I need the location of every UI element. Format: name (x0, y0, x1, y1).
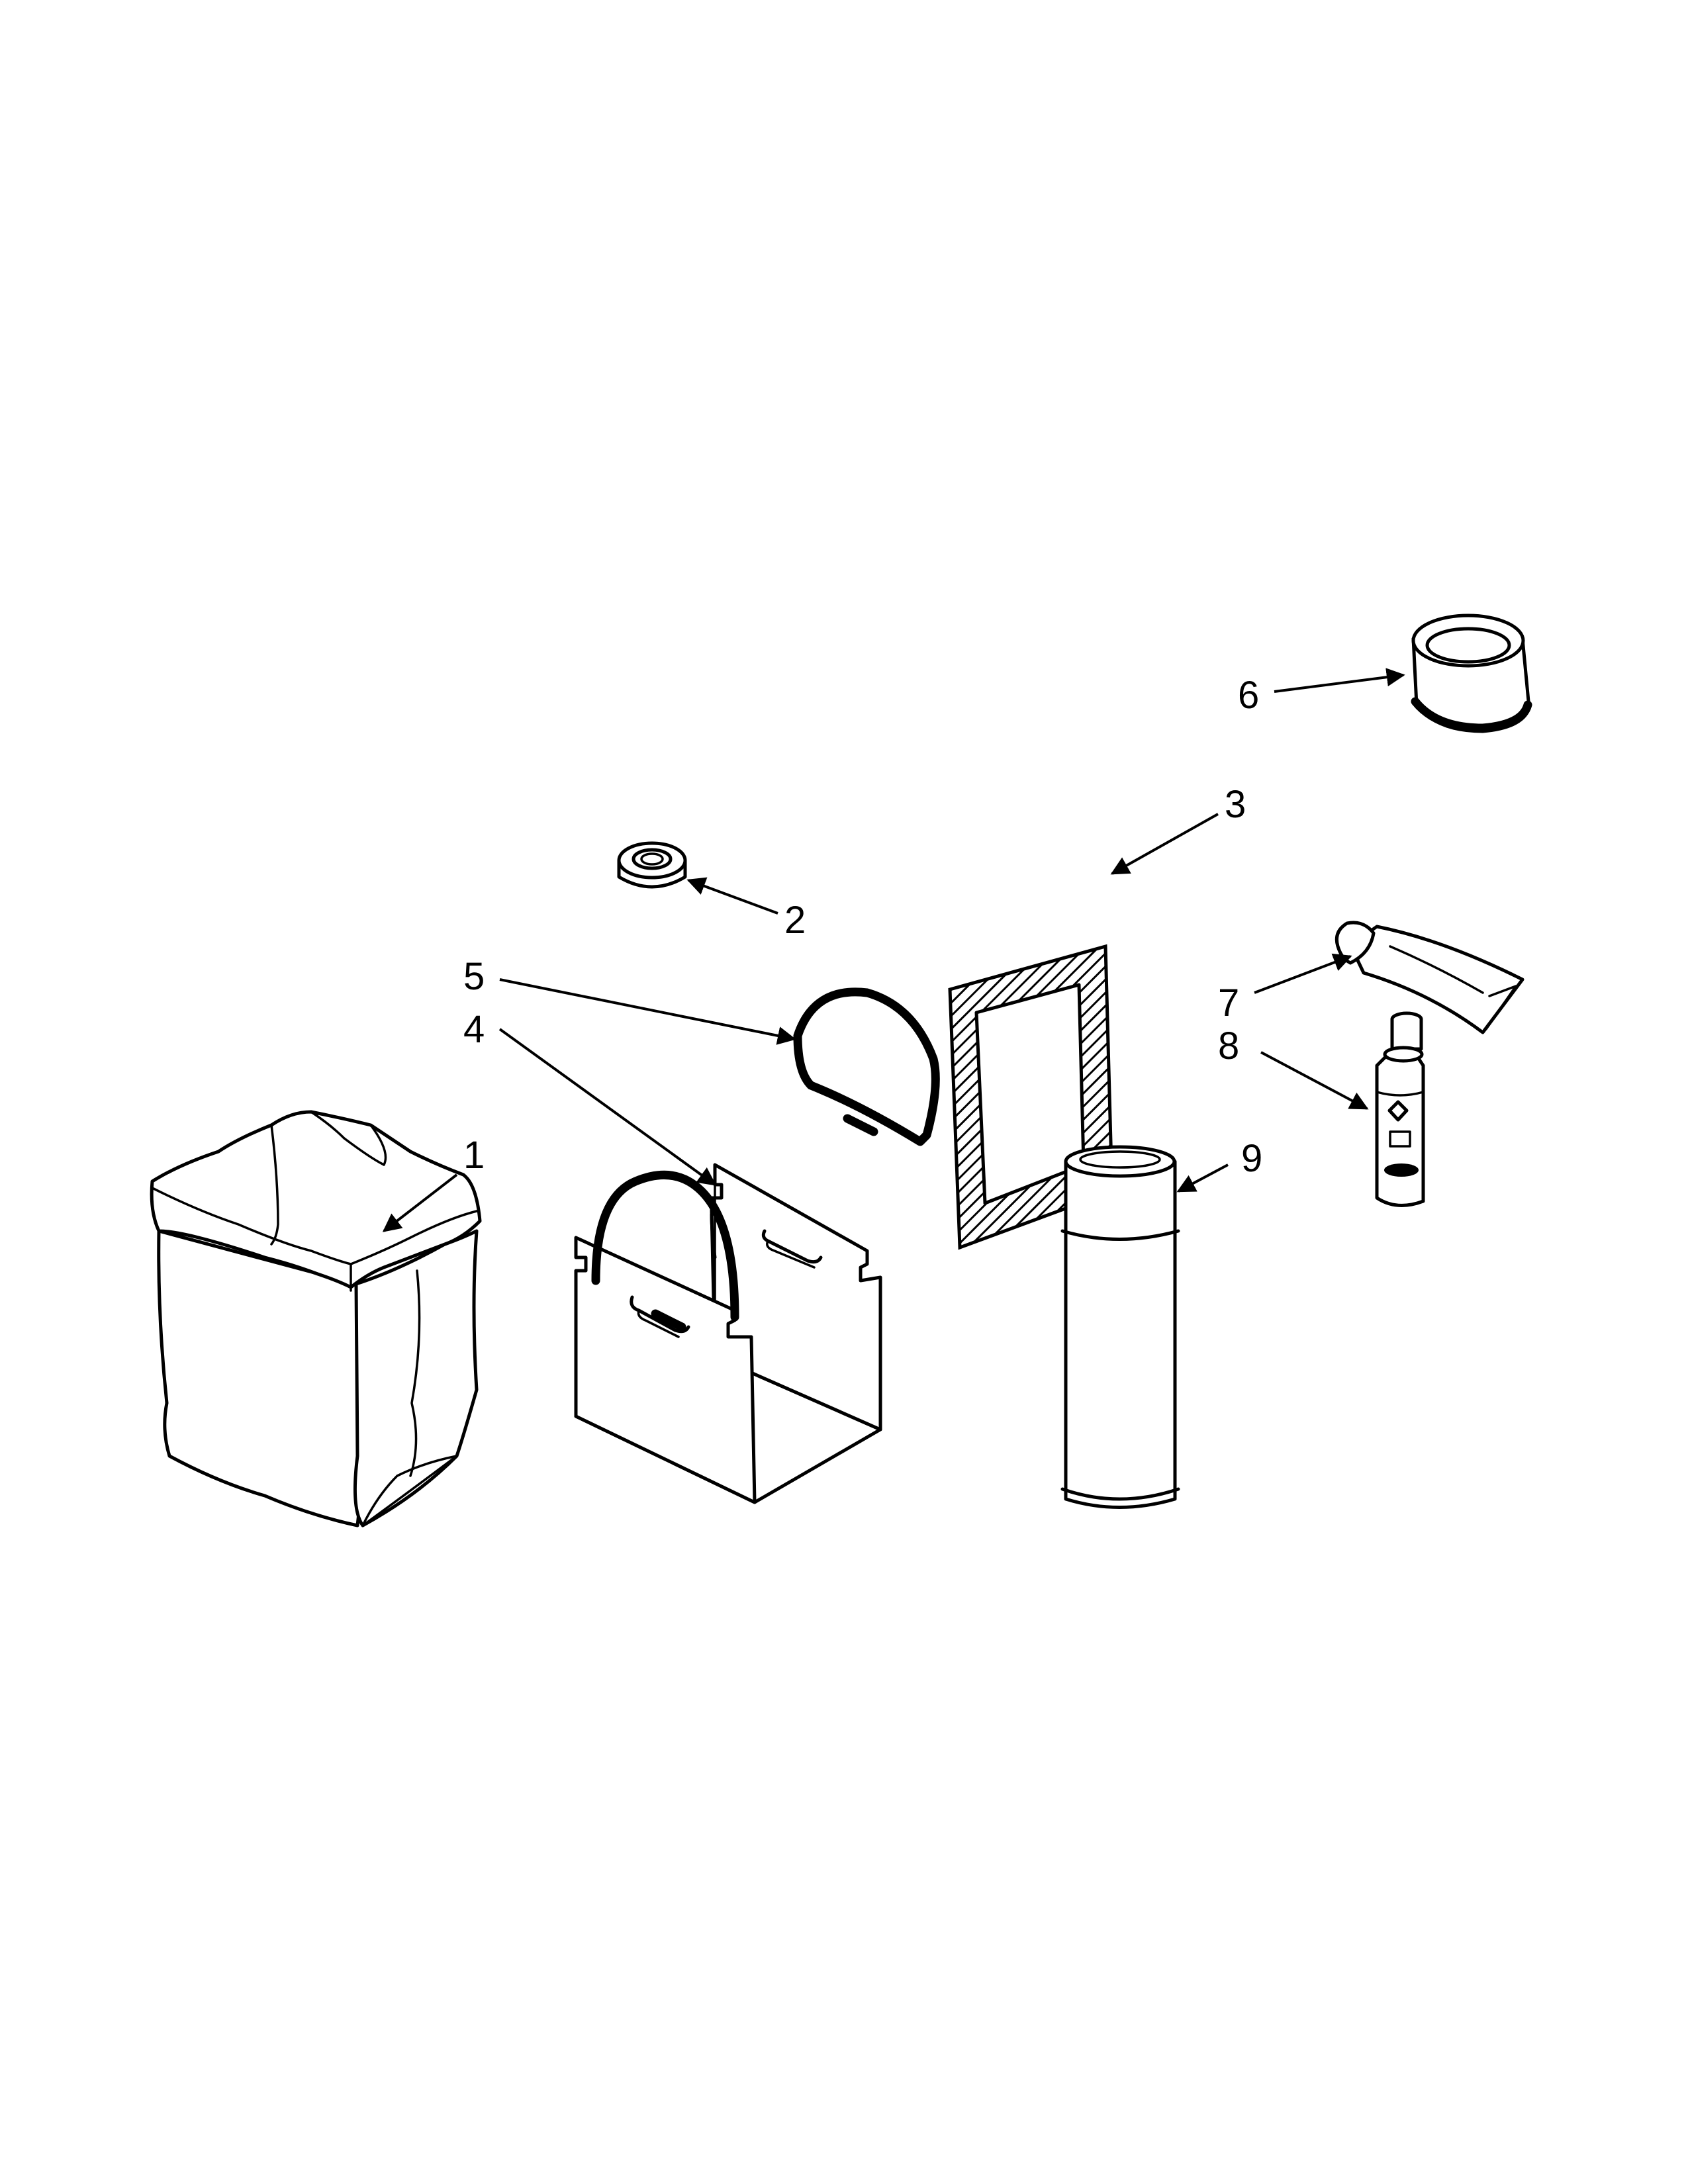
part-2-seal (617, 841, 687, 889)
part-9-spray-can (1060, 1145, 1180, 1509)
callout-2: 2 (784, 899, 806, 942)
leader-6 (1274, 668, 1405, 693)
leader-8 (1260, 1051, 1369, 1110)
callout-6: 6 (1238, 674, 1259, 717)
callout-9: 9 (1241, 1137, 1262, 1180)
leader-lines (382, 668, 1405, 1232)
leader-3 (1110, 813, 1219, 875)
callout-5: 5 (463, 955, 485, 998)
part-5-handle-loop (793, 987, 940, 1146)
callout-3: 3 (1225, 783, 1246, 826)
leader-2 (686, 877, 778, 915)
callout-4: 4 (463, 1008, 485, 1051)
leader-9 (1176, 1163, 1229, 1193)
part-3-gasket (948, 944, 1114, 1250)
part-4-handle (591, 1170, 739, 1322)
leader-5 (499, 978, 796, 1045)
part-6-container (1411, 614, 1532, 733)
leader-4 (498, 1028, 717, 1186)
part-4-bracket (574, 1163, 882, 1504)
leader-1 (382, 1173, 458, 1232)
part-1-bag-liner (150, 1110, 482, 1527)
leader-7 (1254, 953, 1352, 994)
part-7-tube (1335, 921, 1524, 1034)
callout-8: 8 (1218, 1024, 1239, 1068)
callout-1: 1 (463, 1134, 485, 1177)
callout-7: 7 (1218, 981, 1239, 1024)
callout-labels: 1 2 3 4 5 6 7 8 9 (463, 674, 1262, 1180)
part-8-bottle (1375, 1011, 1425, 1207)
